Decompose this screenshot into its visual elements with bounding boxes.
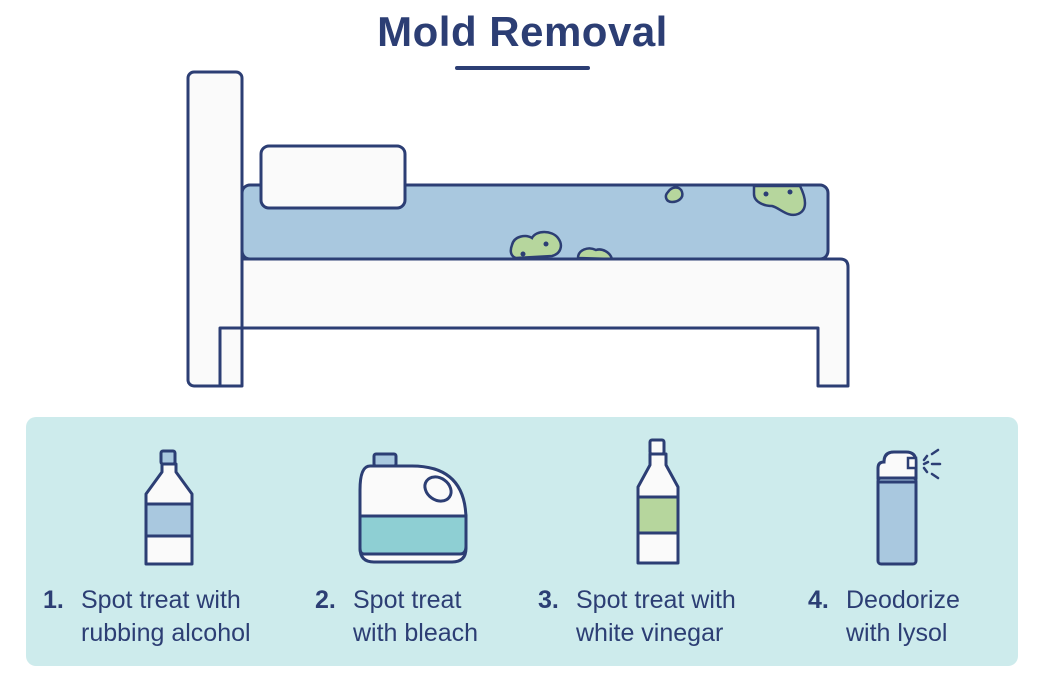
step-number: 3. (538, 586, 559, 614)
bed-icon (186, 70, 850, 388)
spray-mist-icon (922, 448, 942, 480)
alcohol-bottle-icon (144, 449, 194, 566)
step-4: 4. Deodorize with lysol (808, 584, 960, 650)
step-number: 2. (315, 586, 336, 614)
vinegar-bottle-icon (636, 438, 680, 565)
bed-frame (218, 257, 850, 388)
step-text-line: with bleach (353, 619, 479, 647)
title-underline (455, 66, 590, 70)
bleach-jug-icon (358, 452, 468, 564)
spray-can-icon (876, 448, 942, 566)
mold-spot-icon (752, 184, 807, 217)
mold-spot-icon (576, 247, 614, 261)
pillow (259, 144, 407, 210)
step-text-line: white vinegar (576, 619, 724, 647)
step-text-line: Spot treat with (576, 586, 736, 614)
step-text-line: Spot treat with (81, 586, 241, 614)
step-text-line: with lysol (846, 619, 948, 647)
mold-spot-icon (664, 186, 684, 204)
step-text-line: Deodorize (846, 586, 960, 614)
step-2: 2. Spot treat with bleach (315, 584, 478, 650)
step-3: 3. Spot treat with white vinegar (538, 584, 736, 650)
step-number: 4. (808, 586, 829, 614)
step-text-line: rubbing alcohol (81, 619, 251, 647)
step-text-line: Spot treat (353, 586, 462, 614)
page-title: Mold Removal (377, 8, 668, 55)
mold-spot-icon (509, 230, 563, 260)
step-number: 1. (43, 586, 64, 614)
step-1: 1. Spot treat with rubbing alcohol (43, 584, 251, 650)
